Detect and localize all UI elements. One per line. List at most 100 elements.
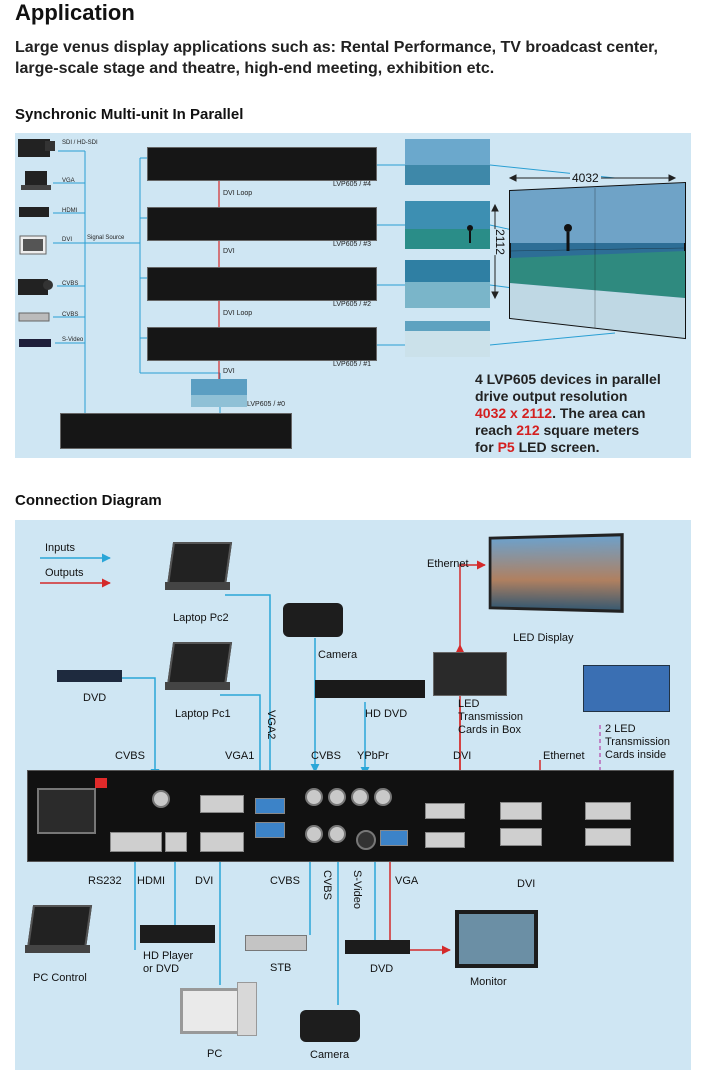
pc-monitor-icon (180, 988, 241, 1034)
power-socket (37, 788, 96, 834)
label-laptop-pc2: Laptop Pc2 (173, 612, 229, 624)
lvp605-device-0 (60, 413, 292, 449)
camera-top-icon (283, 603, 343, 637)
legend-inputs: Inputs (45, 542, 75, 554)
label-pc: PC (207, 1048, 223, 1060)
led-box-icon (433, 652, 507, 696)
lvp605-device-2 (147, 267, 377, 301)
y-port[interactable] (328, 788, 346, 806)
source-svideo: S-Video (62, 337, 84, 343)
device-label-1: LVP605 / #1 (333, 361, 372, 368)
label-pc-control: PC Control (33, 972, 87, 984)
dvd-bottom-icon (345, 940, 410, 954)
dvd-top-icon (57, 670, 122, 682)
lvp605-device-4 (147, 147, 377, 181)
power-switch[interactable] (95, 778, 107, 788)
device-label-4: LVP605 / #4 (333, 181, 372, 188)
source-hdmi: HDMI (62, 208, 78, 214)
laptop-pc1-icon (166, 642, 233, 686)
label-camera-bottom: Camera (310, 1049, 350, 1061)
cvbs-input-port[interactable] (152, 790, 170, 808)
link-dvi-1: DVI (223, 248, 235, 255)
label-ethernet-top: Ethernet (427, 558, 469, 570)
label-led-inside: 2 LED Transmission Cards inside (605, 723, 670, 761)
camera-bottom-icon (300, 1010, 360, 1042)
label-led-box: LED Transmission Cards in Box (458, 698, 523, 736)
page-heading: Application (15, 0, 135, 25)
v1-port[interactable] (305, 788, 323, 806)
link-dvi-2: DVI (223, 368, 235, 375)
link-dvi-loop-1: DVI Loop (223, 190, 253, 197)
label-dvi-top: DVI (453, 750, 472, 762)
label-cvbs-1: CVBS (115, 750, 145, 762)
label-hd-dvd: HD DVD (365, 708, 408, 720)
label-hdmi: HDMI (137, 875, 166, 887)
dimension-width: 4032 (570, 171, 601, 185)
section2-title: Connection Diagram (15, 492, 162, 509)
laptop-pc2-icon (166, 542, 233, 586)
svideo-port[interactable] (356, 830, 376, 850)
source-sdi: SDI / HD-SDI (62, 140, 98, 146)
label-led-display: LED Display (513, 632, 574, 644)
label-monitor: Monitor (470, 976, 507, 988)
ethernet-port-1[interactable] (500, 802, 542, 820)
label-vga2: VGA2 (265, 710, 277, 740)
device-label-0: LVP605 / #0 (247, 401, 286, 408)
label-dvi-bottom: DVI (517, 878, 536, 890)
dvi-in-port[interactable] (200, 832, 244, 852)
label-ethernet-mid: Ethernet (543, 750, 585, 762)
led-card-dvi-1[interactable] (585, 802, 631, 820)
lvp605-device-1 (147, 327, 377, 361)
link-dvi-loop-2: DVI Loop (223, 310, 253, 317)
label-camera-top: Camera (318, 649, 358, 661)
device-label-3: LVP605 / #3 (333, 241, 372, 248)
led-card-dvi-2[interactable] (585, 828, 631, 846)
dvi-out-port-1[interactable] (425, 803, 465, 819)
ethernet-port-2[interactable] (500, 828, 542, 846)
parallel-note: 4 LVP605 devices in parallel drive outpu… (475, 371, 661, 455)
hdmi-port[interactable] (165, 832, 187, 852)
label-dvi-in: DVI (195, 875, 214, 887)
label-cvbs-3: CVBS (270, 875, 300, 887)
pr-port[interactable] (374, 788, 392, 806)
v3-port[interactable] (328, 825, 346, 843)
label-svideo-vertical: S-Video (351, 870, 363, 909)
label-rs232: RS232 (88, 875, 122, 887)
label-cvbs-2: CVBS (311, 750, 341, 762)
v2-port[interactable] (305, 825, 323, 843)
rs232-port[interactable] (110, 832, 162, 852)
laptop-pc2-base (165, 582, 230, 590)
pb-port[interactable] (351, 788, 369, 806)
hd-dvd-icon (315, 680, 425, 698)
parallel-connections (18, 139, 686, 424)
pc-control-icon (26, 905, 93, 949)
intro-text: Large venus display applications such as… (15, 39, 658, 77)
label-vga1: VGA1 (225, 750, 255, 762)
source-cvbs-2: CVBS (62, 312, 79, 318)
source-cvbs-1: CVBS (62, 281, 79, 287)
parallel-diagram: SDI / HD-SDI VGA HDMI DVI CVBS CVBS S-Vi… (15, 133, 691, 458)
section1-title: Synchronic Multi-unit In Parallel (15, 106, 244, 123)
led-display-icon (488, 533, 624, 613)
source-dvi: DVI (62, 237, 73, 243)
label-vga-out: VGA (395, 875, 419, 887)
label-laptop-pc1: Laptop Pc1 (175, 708, 231, 720)
label-hd-player: HD Player or DVD (143, 950, 194, 975)
label-ypbpr: YPbPr (357, 750, 389, 762)
dvi-out-port-2[interactable] (425, 832, 465, 848)
device-label-2: LVP605 / #2 (333, 301, 372, 308)
dvi-loop-port[interactable] (200, 795, 244, 813)
connection-diagram: Inputs Outputs Laptop Pc2 Camera Etherne… (15, 520, 691, 1070)
monitor-icon (455, 910, 538, 968)
label-cvbs-vertical: CVBS (321, 870, 333, 900)
led-card-icon (583, 665, 670, 712)
lvp605-device-3 (147, 207, 377, 241)
vga-out-port[interactable] (380, 830, 408, 846)
pc-control-base (25, 945, 90, 953)
vga2-port[interactable] (255, 822, 285, 838)
hd-player-icon (140, 925, 215, 943)
dimension-height: 2112 (492, 229, 507, 255)
source-vga: VGA (62, 178, 75, 184)
vga1-port[interactable] (255, 798, 285, 814)
pc-tower-icon (237, 982, 257, 1036)
